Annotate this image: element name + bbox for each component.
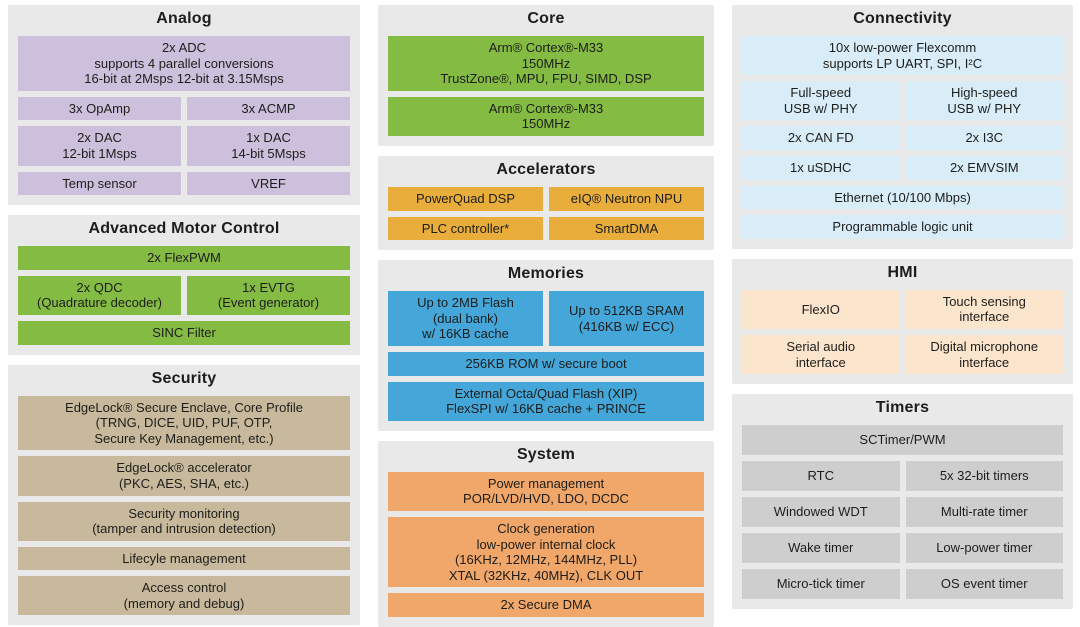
block-plc-controller: PLC controller* xyxy=(388,216,543,241)
section-timers: Timers SCTimer/PWM RTC 5x 32-bit timers … xyxy=(732,394,1073,610)
connectivity-title: Connectivity xyxy=(853,10,952,27)
block-opamp: 3x OpAmp xyxy=(18,96,181,121)
block-evtg: 1x EVTG (Event generator) xyxy=(187,275,350,315)
block-32bit-timers: 5x 32-bit timers xyxy=(905,461,1063,492)
block-flexpwm: 2x FlexPWM xyxy=(18,246,350,270)
section-system: System Power management POR/LVD/HVD, LDO… xyxy=(378,440,714,627)
block-access-control: Access control (memory and debug) xyxy=(18,576,350,616)
block-eiq-neutron-npu: eIQ® Neutron NPU xyxy=(549,186,704,211)
block-usb-highspeed: High-speed USB w/ PHY xyxy=(905,81,1063,121)
block-temp-sensor: Temp sensor xyxy=(18,171,181,196)
column-middle: Core Arm® Cortex®-M33 150MHz TrustZone®,… xyxy=(378,5,714,627)
timers-title: Timers xyxy=(875,399,930,417)
column-right: Connectivity 10x low-power Flexcomm supp… xyxy=(732,5,1073,610)
block-cortex-m33-second: Arm® Cortex®-M33 150MHz xyxy=(388,96,704,136)
section-connectivity: Connectivity 10x low-power Flexcomm supp… xyxy=(732,5,1073,249)
block-usb-fullspeed: Full-speed USB w/ PHY xyxy=(742,81,900,121)
block-rom: 256KB ROM w/ secure boot xyxy=(388,351,704,376)
block-power-management: Power management POR/LVD/HVD, LDO, DCDC xyxy=(388,471,704,511)
section-accelerators: Accelerators PowerQuad DSP eIQ® Neutron … xyxy=(378,155,714,251)
analog-title: Analog xyxy=(156,10,212,27)
block-windowed-wdt: Windowed WDT xyxy=(742,497,900,528)
block-cortex-m33-main: Arm® Cortex®-M33 150MHz TrustZone®, MPU,… xyxy=(388,36,704,91)
block-sctimer-pwm: SCTimer/PWM xyxy=(742,425,1063,456)
block-wake-timer: Wake timer xyxy=(742,533,900,564)
block-lowpower-timer: Low-power timer xyxy=(905,533,1063,564)
block-dac-1x: 1x DAC 14-bit 5Msps xyxy=(187,126,350,166)
block-sram: Up to 512KB SRAM (416KB w/ ECC) xyxy=(549,291,704,346)
section-memories: Memories Up to 2MB Flash (dual bank) w/ … xyxy=(378,260,714,431)
block-usdhc: 1x uSDHC xyxy=(742,155,900,180)
section-security: Security EdgeLock® Secure Enclave, Core … xyxy=(8,364,360,626)
block-rtc: RTC xyxy=(742,461,900,492)
block-sinc-filter: SINC Filter xyxy=(18,320,350,345)
block-programmable-logic-unit: Programmable logic unit xyxy=(742,215,1063,239)
section-motor: Advanced Motor Control 2x FlexPWM 2x QDC… xyxy=(8,215,360,355)
security-title: Security xyxy=(151,369,217,387)
block-acmp: 3x ACMP xyxy=(187,96,350,121)
block-ethernet: Ethernet (10/100 Mbps) xyxy=(742,185,1063,210)
section-core: Core Arm® Cortex®-M33 150MHz TrustZone®,… xyxy=(378,5,714,146)
block-flexcomm: 10x low-power Flexcomm supports LP UART,… xyxy=(742,36,1063,76)
block-adc: 2x ADC supports 4 parallel conversions 1… xyxy=(18,36,350,91)
block-clock-generation: Clock generation low-power internal cloc… xyxy=(388,516,704,588)
section-hmi: HMI FlexIO Touch sensing interface Seria… xyxy=(732,258,1073,385)
block-secure-dma: 2x Secure DMA xyxy=(388,593,704,617)
block-emvsim: 2x EMVSIM xyxy=(905,155,1063,180)
block-external-flash: External Octa/Quad Flash (XIP) FlexSPI w… xyxy=(388,381,704,421)
block-can-fd: 2x CAN FD xyxy=(742,126,900,150)
block-dac-2x: 2x DAC 12-bit 1Msps xyxy=(18,126,181,166)
block-digital-microphone: Digital microphone interface xyxy=(905,334,1063,375)
block-flash: Up to 2MB Flash (dual bank) w/ 16KB cach… xyxy=(388,291,543,346)
block-multirate-timer: Multi-rate timer xyxy=(905,497,1063,528)
block-vref: VREF xyxy=(187,171,350,196)
block-os-event-timer: OS event timer xyxy=(905,569,1063,600)
block-qdc: 2x QDC (Quadrature decoder) xyxy=(18,275,181,315)
memories-title: Memories xyxy=(507,265,585,283)
block-i3c: 2x I3C xyxy=(905,126,1063,150)
core-title: Core xyxy=(527,10,565,27)
block-secure-enclave: EdgeLock® Secure Enclave, Core Profile (… xyxy=(18,395,350,451)
block-serial-audio: Serial audio interface xyxy=(742,334,900,375)
motor-title: Advanced Motor Control xyxy=(88,220,280,238)
column-left: Analog 2x ADC supports 4 parallel conver… xyxy=(8,5,360,626)
block-edgelock-accelerator: EdgeLock® accelerator (PKC, AES, SHA, et… xyxy=(18,456,350,496)
system-title: System xyxy=(516,445,576,463)
accelerators-title: Accelerators xyxy=(496,160,596,178)
block-security-monitoring: Security monitoring (tamper and intrusio… xyxy=(18,501,350,541)
block-lifecycle-management: Lifecyle management xyxy=(18,546,350,571)
hmi-title: HMI xyxy=(887,263,918,281)
block-touch-sensing: Touch sensing interface xyxy=(905,289,1063,329)
block-diagram: Analog 2x ADC supports 4 parallel conver… xyxy=(8,5,1073,627)
block-microtick-timer: Micro-tick timer xyxy=(742,569,900,600)
block-smartdma: SmartDMA xyxy=(549,216,704,241)
section-analog: Analog 2x ADC supports 4 parallel conver… xyxy=(8,5,360,206)
block-powerquad-dsp: PowerQuad DSP xyxy=(388,186,543,211)
block-flexio: FlexIO xyxy=(742,289,900,329)
